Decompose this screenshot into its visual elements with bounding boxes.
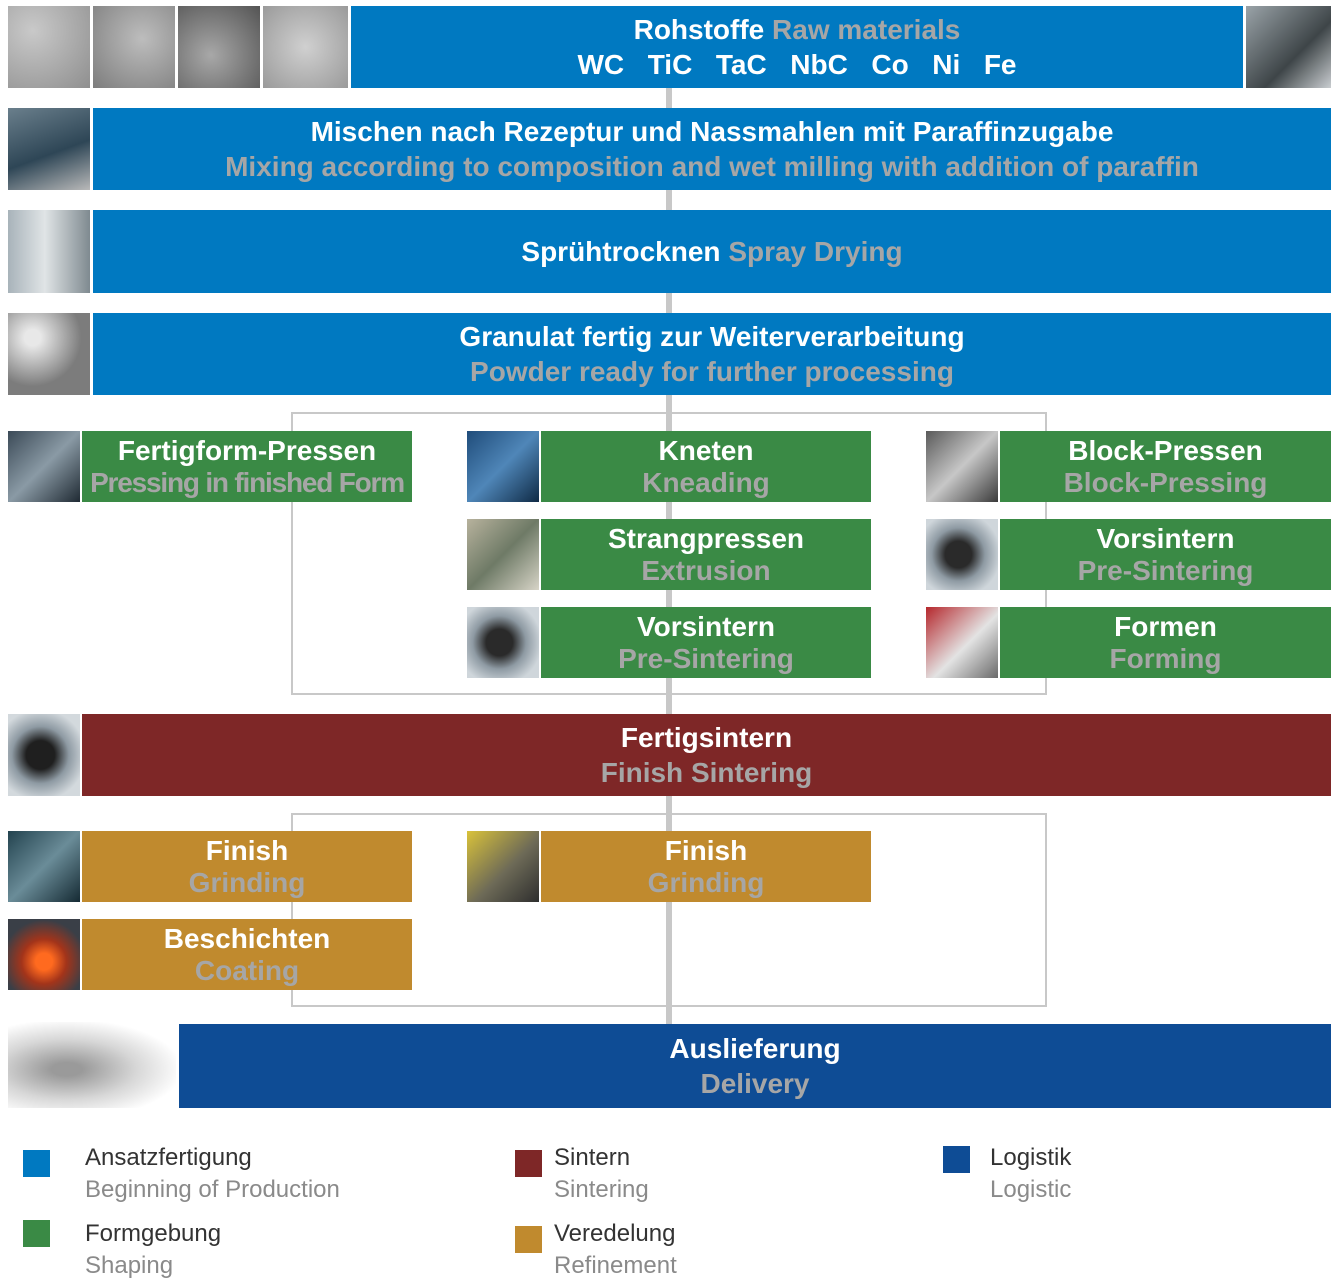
delivery-en: Delivery: [700, 1068, 810, 1099]
shaping-middle-0-en: Kneading: [642, 466, 770, 498]
spray-drying-box: Sprühtrocknen Spray Drying: [93, 210, 1331, 293]
sinter-furnace-photo: [8, 714, 80, 796]
legend-item-beginning-production: Ansatzfertigung Beginning of Production: [85, 1142, 340, 1206]
legend-swatch-shaping: [23, 1220, 50, 1247]
powder-photo-4: [263, 6, 348, 88]
legend-3-en: Shaping: [85, 1252, 174, 1279]
mixing-en: Mixing according to composition and wet …: [225, 151, 1199, 182]
refinement-left-1-en: Coating: [194, 954, 300, 986]
pressing-finished-form-box: Fertigform-Pressen Pressing in finished …: [82, 431, 412, 502]
legend-0-de: Ansatzfertigung: [85, 1144, 252, 1171]
legend-swatch-sintering: [515, 1150, 542, 1177]
material-tac: TaC: [715, 49, 767, 80]
material-fe: Fe: [983, 49, 1017, 80]
material-co: Co: [871, 49, 909, 80]
granulate-en: Powder ready for further processing: [470, 356, 954, 387]
material-nbc: NbC: [790, 49, 848, 80]
refinement-branch-frame: [291, 813, 1047, 1007]
legend-swatch-logistic: [943, 1146, 970, 1173]
microscope-photo: [1246, 6, 1331, 88]
pre-sintering-right-box: Vorsintern Pre-Sintering: [1000, 519, 1331, 590]
refinement-middle-0-de: Finish: [664, 835, 748, 867]
refinement-middle-0-en: Grinding: [647, 866, 765, 898]
refinement-left-0-de: Finish: [205, 835, 289, 867]
granulate-de: Granulat fertig zur Weiterverarbeitung: [459, 320, 965, 352]
powder-photo-1: [8, 6, 90, 88]
shaping-right-0-en: Block-Pressing: [1063, 466, 1268, 498]
refinement-left-0-en: Grinding: [188, 866, 306, 898]
kneader-photo: [467, 431, 539, 502]
legend-2-de: Logistik: [990, 1144, 1072, 1171]
shaping-middle-0-de: Kneten: [658, 435, 754, 467]
material-tic: TiC: [647, 49, 693, 80]
powder-photo-2: [93, 6, 175, 88]
mixing-de: Mischen nach Rezeptur und Nassmahlen mit…: [310, 115, 1114, 147]
kneading-box: Kneten Kneading: [541, 431, 871, 502]
spray-drying-de: Sprühtrocknen: [521, 235, 721, 267]
coating-furnace-photo: [8, 919, 80, 990]
shaping-left-en: Pressing in finished Form: [90, 466, 405, 498]
mixing-box: Mischen nach Rezeptur und Nassmahlen mit…: [93, 108, 1331, 190]
shaping-right-0-de: Block-Pressen: [1068, 435, 1263, 467]
legend-2-en: Logistic: [990, 1176, 1072, 1203]
raw-materials-en: Raw materials: [772, 13, 961, 45]
legend-item-refinement: Veredelung Refinement: [554, 1218, 677, 1282]
material-wc: WC: [577, 49, 625, 80]
furnace-photo-2: [926, 519, 998, 590]
products-photo: [8, 1022, 176, 1108]
finish-grinding-middle-box: Finish Grinding: [541, 831, 871, 902]
shaping-right-2-en: Forming: [1109, 642, 1222, 674]
legend-item-sintering: Sintern Sintering: [554, 1142, 649, 1206]
legend-0-en: Beginning of Production: [85, 1176, 340, 1203]
legend-item-shaping: Formgebung Shaping: [85, 1218, 221, 1282]
forming-box: Formen Forming: [1000, 607, 1331, 678]
finish-sintering-box: Fertigsintern Finish Sintering: [82, 714, 1331, 796]
spray-drying-en: Spray Drying: [728, 235, 903, 267]
finish-grinding-left-box: Finish Grinding: [82, 831, 412, 902]
powder-photo-3: [178, 6, 260, 88]
shaping-right-1-en: Pre-Sintering: [1077, 554, 1254, 586]
mixer-photo: [8, 108, 90, 190]
legend-swatch-beginning-production: [23, 1150, 50, 1177]
pre-sintering-middle-box: Vorsintern Pre-Sintering: [541, 607, 871, 678]
legend-1-en: Sintering: [554, 1176, 649, 1203]
extruder-photo: [467, 519, 539, 590]
legend-item-logistic: Logistik Logistic: [990, 1142, 1071, 1206]
shaping-left-de: Fertigform-Pressen: [117, 435, 377, 467]
press-photo: [8, 431, 80, 502]
shaping-middle-2-de: Vorsintern: [637, 611, 775, 643]
sintering-en: Finish Sintering: [600, 757, 813, 788]
refinement-left-1-de: Beschichten: [163, 923, 331, 955]
spray-dryer-photo: [8, 210, 90, 293]
raw-materials-box: Rohstoffe Raw materials WC TiC TaC NbC C…: [351, 6, 1243, 88]
block-press-photo: [926, 431, 998, 502]
coating-box: Beschichten Coating: [82, 919, 412, 990]
sintering-de: Fertigsintern: [620, 721, 793, 753]
legend-3-de: Formgebung: [85, 1220, 222, 1247]
extrusion-box: Strangpressen Extrusion: [541, 519, 871, 590]
furnace-photo-1: [467, 607, 539, 678]
forming-machine-photo: [926, 607, 998, 678]
legend-1-de: Sintern: [554, 1144, 631, 1171]
raw-materials-de: Rohstoffe: [633, 13, 765, 45]
delivery-de: Auslieferung: [669, 1032, 841, 1064]
legend-4-en: Refinement: [554, 1252, 677, 1279]
shaping-right-1-de: Vorsintern: [1096, 523, 1235, 555]
shaping-middle-1-de: Strangpressen: [607, 523, 805, 555]
granulate-photo: [8, 313, 90, 395]
shaping-middle-1-en: Extrusion: [641, 554, 771, 586]
material-ni: Ni: [932, 49, 961, 80]
block-pressing-box: Block-Pressen Block-Pressing: [1000, 431, 1331, 502]
granulate-box: Granulat fertig zur Weiterverarbeitung P…: [93, 313, 1331, 395]
shaping-middle-2-en: Pre-Sintering: [618, 642, 794, 674]
legend-4-de: Veredelung: [554, 1220, 676, 1247]
grinding-machine-photo-2: [467, 831, 539, 902]
grinding-machine-photo-1: [8, 831, 80, 902]
shaping-right-2-de: Formen: [1114, 611, 1217, 643]
legend-swatch-refinement: [515, 1226, 542, 1253]
delivery-box: Auslieferung Delivery: [179, 1024, 1331, 1108]
